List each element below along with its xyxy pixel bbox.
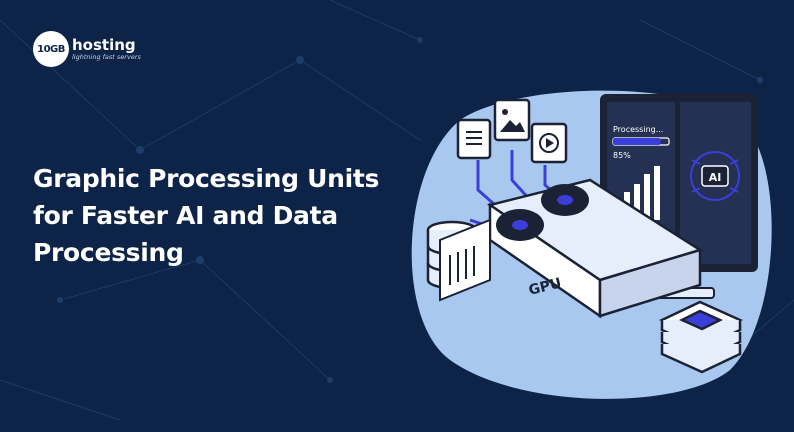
brand-logo[interactable]: 10GB hosting lightning fast servers — [33, 31, 141, 67]
gpu-card: GPU — [439, 178, 703, 319]
progress-bar-fill — [613, 138, 661, 145]
logo-text: hosting lightning fast servers — [72, 37, 141, 62]
gpu-label: GPU — [527, 275, 563, 299]
monitor-percent-text: 85% — [613, 151, 631, 160]
monitor-status-text: Processing... — [613, 125, 663, 134]
headline-line-1: Graphic Processing Units — [33, 164, 380, 193]
gpu-fan-icon — [496, 209, 544, 241]
headline: Graphic Processing Units for Faster AI a… — [33, 160, 413, 271]
gpu-illustration: Processing... 85% AI — [411, 90, 772, 399]
video-play-icon — [530, 122, 568, 164]
document-icon — [456, 118, 492, 160]
headline-line-3: Processing — [33, 238, 184, 267]
logo-badge: 10GB — [33, 31, 69, 67]
brand-tagline: lightning fast servers — [72, 52, 141, 61]
gpu-fan-icon — [541, 184, 589, 216]
brand-name: hosting — [72, 35, 136, 54]
ai-label: AI — [709, 171, 722, 184]
headline-line-2: for Faster AI and Data — [33, 201, 338, 230]
image-icon — [493, 98, 531, 142]
server-stack — [659, 300, 743, 374]
ai-brain-icon — [690, 151, 740, 201]
gpu-bracket — [439, 218, 491, 302]
